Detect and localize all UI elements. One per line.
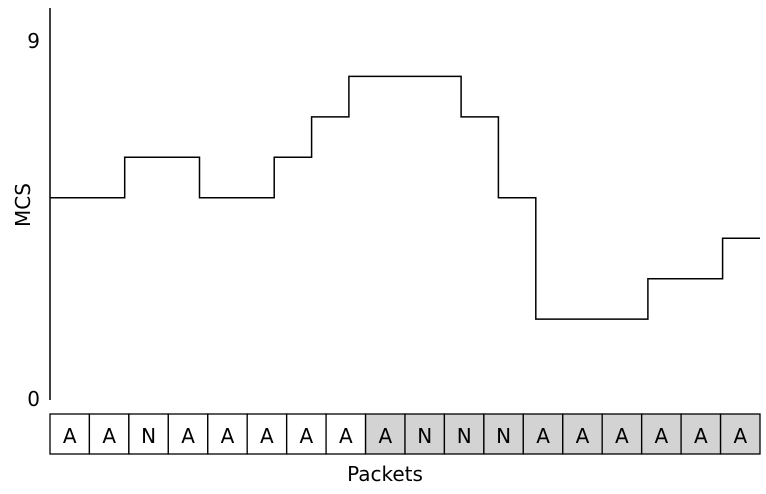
packet-label: A	[102, 424, 116, 448]
packet-label: A	[655, 424, 669, 448]
y-axis-label: MCS	[11, 183, 35, 227]
packet-label: A	[300, 424, 314, 448]
packet-label: A	[181, 424, 195, 448]
packet-label: A	[576, 424, 590, 448]
packet-cell	[641, 413, 682, 455]
packet-label: N	[417, 424, 432, 448]
packet-label: A	[615, 424, 629, 448]
mcs-step-line	[50, 75, 760, 320]
packet-label: A	[260, 424, 274, 448]
packet-cell	[522, 413, 564, 455]
y-tick-label-max: 9	[27, 29, 40, 53]
packet-label: A	[733, 424, 747, 448]
packet-label: N	[457, 424, 472, 448]
packet-cell	[719, 413, 761, 455]
packet-label: A	[221, 424, 235, 448]
packet-label: A	[339, 424, 353, 448]
packet-cell	[601, 413, 643, 455]
packet-label: A	[63, 424, 77, 448]
packet-label: N	[141, 424, 156, 448]
packet-cell	[443, 413, 485, 455]
packet-label: A	[694, 424, 708, 448]
x-axis-label: Packets	[347, 462, 423, 486]
packet-cell	[680, 413, 722, 455]
packet-label: N	[496, 424, 511, 448]
packet-cell	[88, 413, 130, 455]
packet-cell	[404, 413, 446, 455]
packet-cell	[128, 413, 169, 455]
packet-cell	[562, 413, 603, 455]
packet-cell	[364, 413, 406, 455]
packet-label: A	[536, 424, 550, 448]
packet-label: A	[378, 424, 392, 448]
y-tick-label-min: 0	[27, 387, 40, 411]
